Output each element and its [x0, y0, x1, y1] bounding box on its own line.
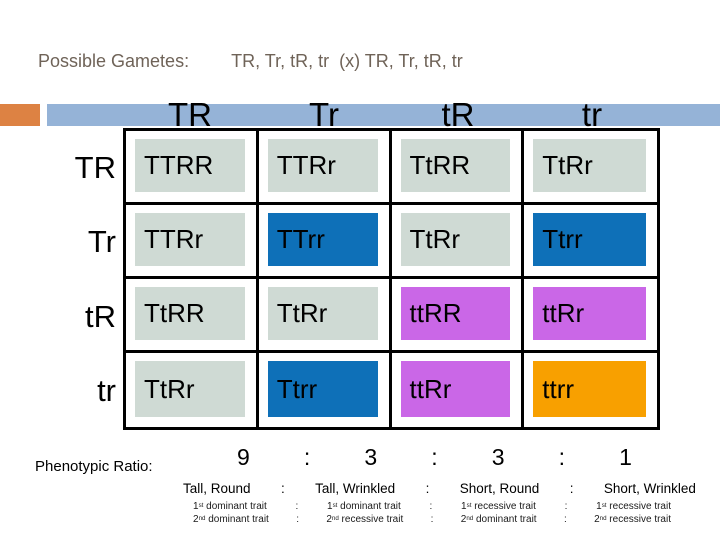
phenotype-label: Tall, Round — [183, 481, 251, 496]
ratio-number: 1 — [619, 444, 632, 470]
punnett-cell: TtRR — [391, 131, 525, 205]
ratio-number: 3 — [491, 444, 505, 470]
genotype-value: TTRr — [267, 139, 378, 192]
genotype-value: TTrr — [267, 213, 378, 266]
col-header-Tr: Tr — [309, 96, 339, 133]
row-header-tr: tr — [97, 373, 116, 408]
ratio-numbers: 9 : 3 : 3 : 1 — [237, 444, 632, 471]
trait-colon: : — [429, 501, 433, 512]
trait-colon: : — [430, 514, 434, 525]
punnett-cell: ttRr — [391, 353, 525, 427]
col-header-tR: tR — [441, 96, 475, 133]
genotype-value: TtRr — [400, 213, 511, 266]
phenotype-colon: : — [425, 481, 430, 496]
trait-colon: : — [563, 514, 567, 525]
punnett-cell: ttRr — [524, 279, 657, 353]
punnett-cell: TtRR — [126, 279, 259, 353]
phenotype-label: Short, Round — [459, 481, 540, 496]
genotype-value: TtRr — [135, 361, 245, 417]
punnett-cell: Ttrr — [524, 205, 657, 279]
col-header-tr: tr — [581, 96, 603, 133]
genotype-value: ttRr — [400, 361, 511, 417]
genotype-value: TTRr — [135, 213, 245, 266]
genotype-value: TTRR — [135, 139, 245, 192]
trait-label: 1st recessive trait — [596, 501, 671, 512]
punnett-cell: ttrr — [524, 353, 657, 427]
accent-bar-orange — [0, 104, 40, 126]
punnett-cell: ttRR — [391, 279, 525, 353]
trait-label: 2nd recessive trait — [326, 514, 404, 525]
punnett-cell: TTRr — [126, 205, 259, 279]
phenotype-label: Tall, Wrinkled — [315, 481, 396, 496]
genotype-value: TtRR — [400, 139, 511, 192]
ratio-colon: : — [558, 444, 566, 470]
genotype-value: ttrr — [533, 361, 646, 417]
genotype-value: ttRR — [400, 287, 511, 340]
punnett-cell: TtRr — [524, 131, 657, 205]
row-header-tR: tR — [85, 299, 116, 334]
trait-label: 1st dominant trait — [327, 501, 401, 512]
genotype-value: Ttrr — [267, 361, 378, 417]
punnett-cell: TTrr — [258, 205, 392, 279]
phenotype-label: Short, Wrinkled — [603, 481, 696, 496]
genotype-value: TtRr — [533, 139, 646, 192]
punnett-cell: TTRR — [126, 131, 259, 205]
row-header-Tr: Tr — [87, 224, 116, 259]
phenotype-colon: : — [280, 481, 285, 496]
ratio-colon: : — [431, 444, 438, 470]
punnett-cell: TTRr — [258, 131, 392, 205]
punnett-square: TTRR TTRr TtRR TtRr TTRr TTrr TtRr Ttrr … — [123, 128, 660, 430]
gametes-text: TR, Tr, tR, tr (x) TR, Tr, tR, tr — [231, 51, 463, 71]
phenotypic-ratio-label: Phenotypic Ratio: — [35, 458, 153, 475]
genotype-value: TtRr — [267, 287, 378, 340]
trait-line-2: 2nd dominant trait : 2nd recessive trait… — [193, 514, 671, 525]
punnett-cell: TtRr — [126, 353, 259, 427]
trait-colon: : — [295, 501, 299, 512]
title-row: Possible Gametes: TR, Tr, tR, tr (x) TR,… — [38, 51, 463, 72]
genotype-value: Ttrr — [533, 213, 646, 266]
ratio-number: 9 — [237, 444, 250, 470]
trait-label: 2nd recessive trait — [594, 514, 671, 525]
trait-colon: : — [564, 501, 568, 512]
punnett-cell: TtRr — [391, 205, 525, 279]
trait-label: 2nd dominant trait — [460, 514, 537, 525]
punnett-cell: Ttrr — [258, 353, 392, 427]
trait-label: 2nd dominant trait — [193, 514, 269, 525]
ratio-number: 3 — [364, 444, 378, 470]
trait-line-1: 1st dominant trait : 1st dominant trait … — [193, 501, 671, 512]
trait-label: 1st dominant trait — [193, 501, 267, 512]
ratio-colon: : — [303, 444, 311, 470]
punnett-cell: TtRr — [258, 279, 392, 353]
genotype-value: ttRr — [533, 287, 646, 340]
possible-gametes-label: Possible Gametes: — [38, 51, 190, 71]
row-header-TR: TR — [74, 150, 116, 185]
accent-bar-blue — [47, 104, 720, 126]
trait-label: 1st recessive trait — [461, 501, 536, 512]
col-header-TR: TR — [168, 96, 212, 133]
phenotype-row: Tall, Round : Tall, Wrinkled : Short, Ro… — [183, 481, 696, 496]
phenotype-colon: : — [569, 481, 574, 496]
trait-colon: : — [296, 514, 299, 525]
genotype-value: TtRR — [135, 287, 245, 340]
